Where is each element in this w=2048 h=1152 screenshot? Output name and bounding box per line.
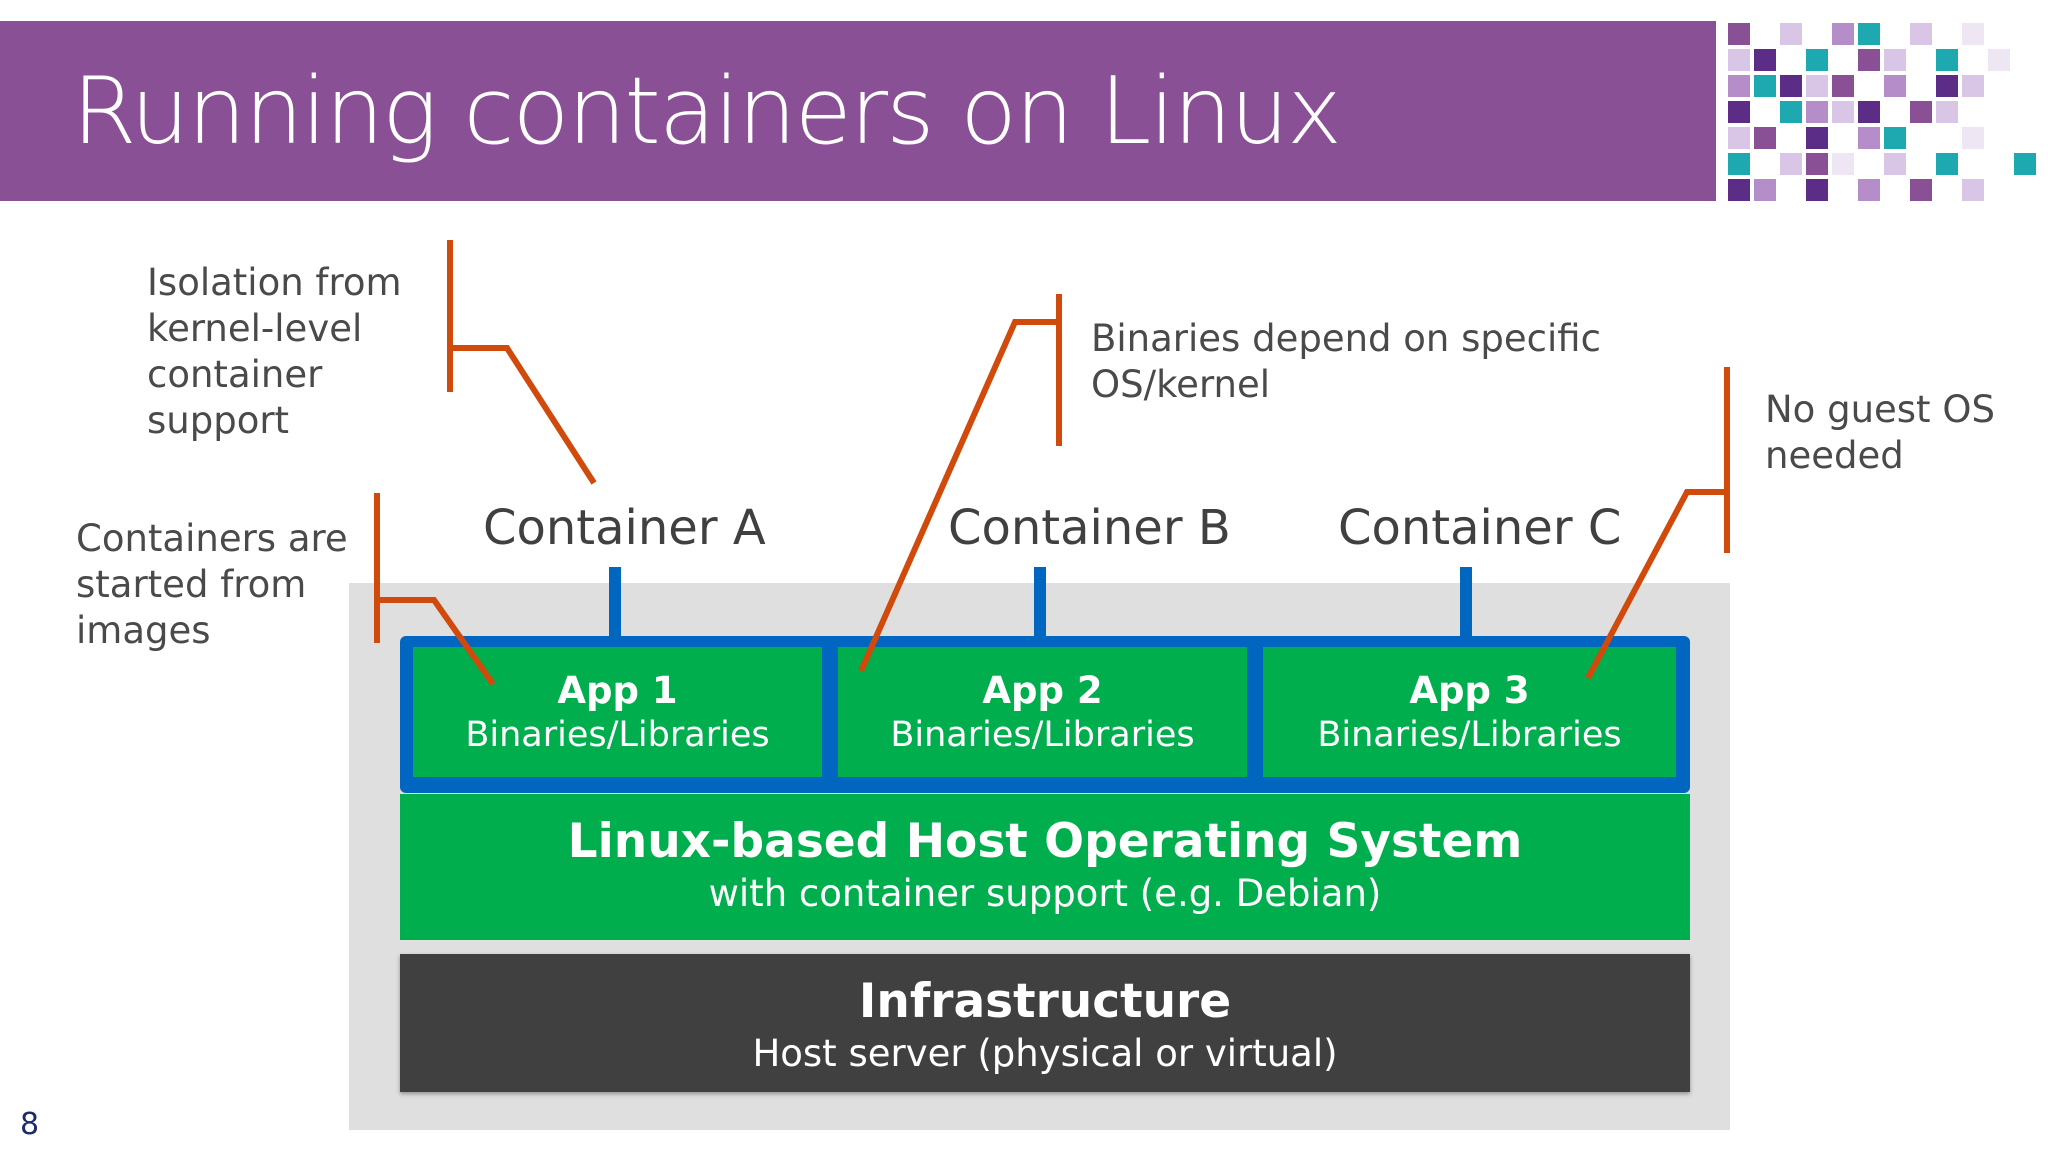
container-b-stem — [1034, 567, 1046, 637]
host-os-layer: Linux-based Host Operating System with c… — [400, 794, 1690, 940]
logo-pixel — [1728, 127, 1750, 149]
logo-pixel — [1936, 101, 1958, 123]
logo-pixel — [1754, 127, 1776, 149]
logo-pixel — [1754, 49, 1776, 71]
logo-pixel — [1754, 75, 1776, 97]
app-3-name: App 3 — [1409, 669, 1530, 712]
container-c-label: Container C — [1338, 500, 1622, 556]
logo-pixel — [1728, 179, 1750, 201]
app-2-libraries: Binaries/Libraries — [890, 714, 1195, 755]
title-bar — [0, 21, 1716, 201]
container-a-label: Container A — [483, 500, 766, 556]
logo-pixel — [1962, 179, 1984, 201]
logo-pixel — [1884, 127, 1906, 149]
logo-pixel — [1832, 153, 1854, 175]
logo-pixel — [1806, 179, 1828, 201]
host-os-title: Linux-based Host Operating System — [567, 814, 1523, 869]
logo-pixel — [1988, 49, 2010, 71]
logo-pixel — [2014, 153, 2036, 175]
container-b-label: Container B — [948, 500, 1231, 556]
logo-pixel — [1806, 101, 1828, 123]
app-2-name: App 2 — [982, 669, 1103, 712]
app-2-box: App 2 Binaries/Libraries — [838, 647, 1247, 777]
app-1-libraries: Binaries/Libraries — [465, 714, 770, 755]
logo-pixel — [1884, 153, 1906, 175]
logo-pixel — [1858, 23, 1880, 45]
logo-pixel — [1858, 101, 1880, 123]
logo-pixel — [1884, 75, 1906, 97]
logo-pixel — [1806, 127, 1828, 149]
slide-title: Running containers on Linux — [72, 57, 1342, 165]
logo-pixel — [1936, 153, 1958, 175]
logo-pixel — [1832, 101, 1854, 123]
logo-pixel — [1806, 75, 1828, 97]
note-images: Containers are started from images — [76, 517, 348, 652]
page-number: 8 — [20, 1107, 40, 1142]
callout-binaries — [858, 294, 1062, 673]
logo-pixel — [1728, 49, 1750, 71]
logo-pixel — [1884, 49, 1906, 71]
logo-pixel — [1728, 23, 1750, 45]
logo-pixel — [1780, 75, 1802, 97]
infrastructure-layer: Infrastructure Host server (physical or … — [400, 954, 1690, 1092]
logo-pixel — [1962, 75, 1984, 97]
pixel-mosaic-logo — [1716, 21, 2048, 201]
host-os-subtitle: with container support (e.g. Debian) — [708, 871, 1382, 915]
infrastructure-subtitle: Host server (physical or virtual) — [752, 1031, 1338, 1075]
logo-pixel — [1910, 101, 1932, 123]
callout-isolation — [447, 240, 597, 485]
container-a-stem — [609, 567, 621, 637]
logo-pixel — [1754, 179, 1776, 201]
note-guest-os: No guest OS needed — [1765, 388, 1995, 477]
logo-pixel — [1832, 75, 1854, 97]
logo-pixel — [1910, 23, 1932, 45]
logo-pixel — [1806, 153, 1828, 175]
logo-pixel — [1936, 49, 1958, 71]
logo-pixel — [1780, 23, 1802, 45]
logo-pixel — [1780, 101, 1802, 123]
logo-pixel — [1962, 127, 1984, 149]
logo-pixel — [1780, 153, 1802, 175]
logo-pixel — [1728, 101, 1750, 123]
logo-pixel — [1962, 23, 1984, 45]
logo-pixel — [1728, 75, 1750, 97]
note-isolation: Isolation from kernel-level container su… — [147, 261, 402, 442]
app-3-libraries: Binaries/Libraries — [1317, 714, 1622, 755]
logo-pixel — [1858, 127, 1880, 149]
logo-pixel — [1936, 75, 1958, 97]
logo-pixel — [1832, 23, 1854, 45]
logo-pixel — [1858, 49, 1880, 71]
callout-guest-os — [1585, 367, 1730, 680]
logo-pixel — [1806, 49, 1828, 71]
logo-pixel — [1910, 179, 1932, 201]
logo-pixel — [1728, 153, 1750, 175]
app-1-name: App 1 — [557, 669, 678, 712]
infrastructure-title: Infrastructure — [858, 974, 1232, 1029]
logo-pixel — [1858, 179, 1880, 201]
note-binaries: Binaries depend on specific OS/kernel — [1091, 317, 1601, 406]
callout-images — [374, 493, 496, 686]
container-c-stem — [1460, 567, 1472, 637]
app-3-box: App 3 Binaries/Libraries — [1263, 647, 1676, 777]
